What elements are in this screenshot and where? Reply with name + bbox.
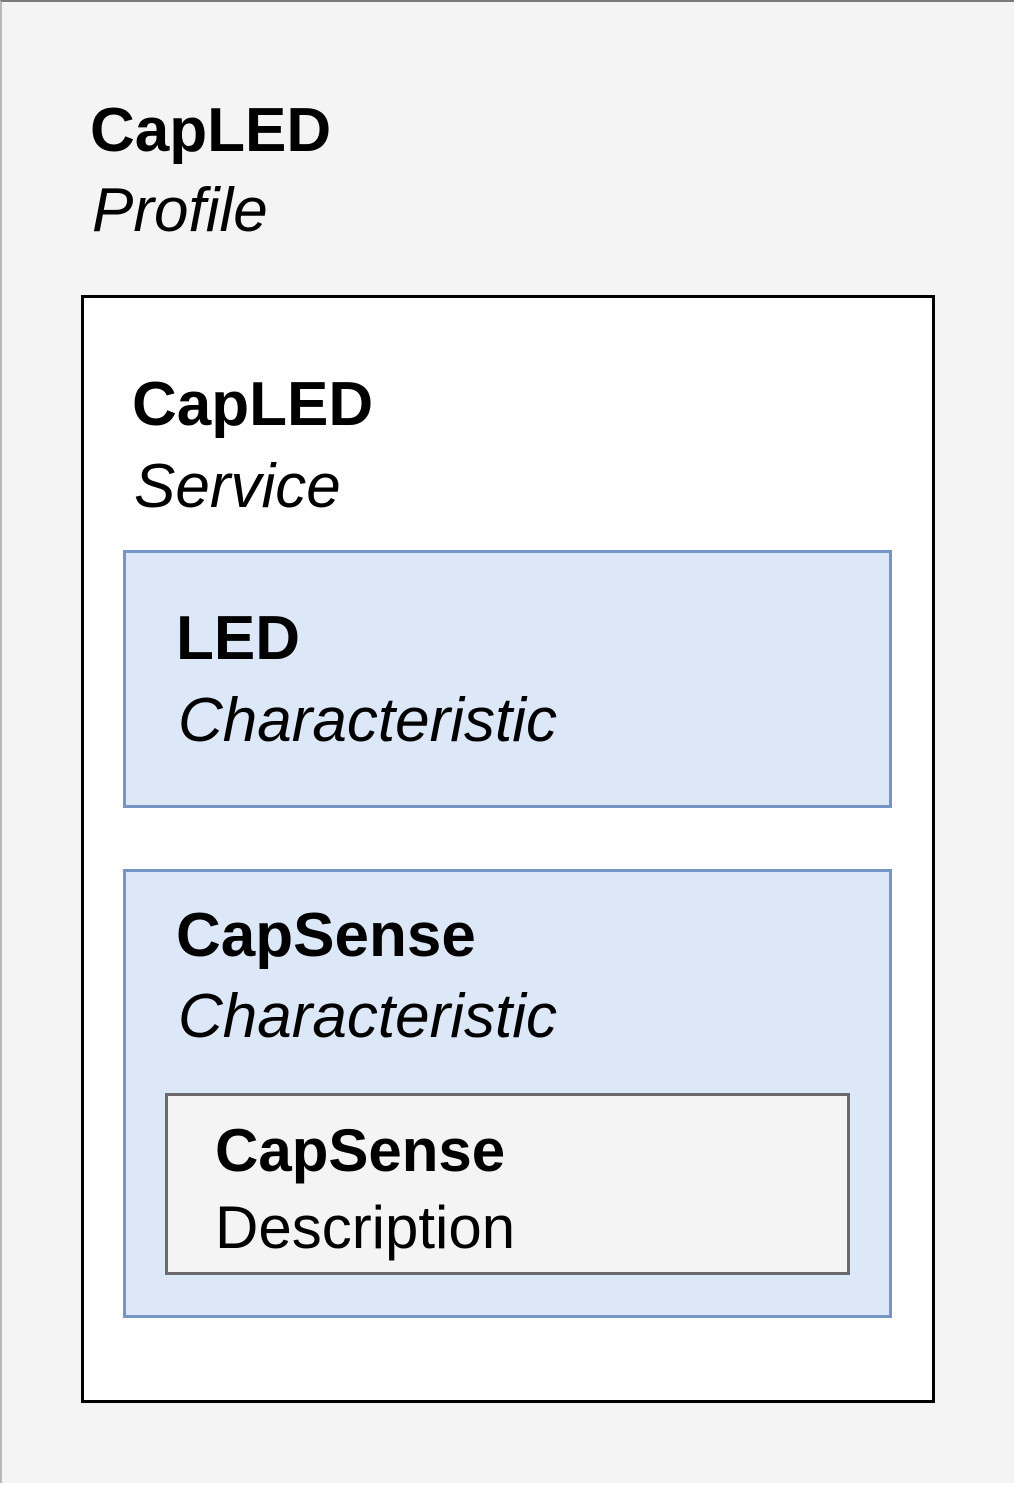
characteristic-capsense-name: CapSense bbox=[176, 901, 476, 970]
characteristic-led-name: LED bbox=[176, 604, 300, 673]
service-name: CapLED bbox=[132, 370, 374, 439]
characteristic-led-type: Characteristic bbox=[178, 686, 557, 755]
descriptor-name: CapSense bbox=[215, 1117, 506, 1184]
descriptor-box bbox=[165, 1093, 850, 1275]
descriptor-type: Description bbox=[215, 1194, 516, 1261]
profile-type: Profile bbox=[92, 176, 268, 245]
characteristic-box-led bbox=[123, 550, 892, 808]
characteristic-capsense-type: Characteristic bbox=[178, 982, 557, 1051]
profile-name: CapLED bbox=[90, 96, 332, 165]
service-type: Service bbox=[134, 452, 341, 521]
